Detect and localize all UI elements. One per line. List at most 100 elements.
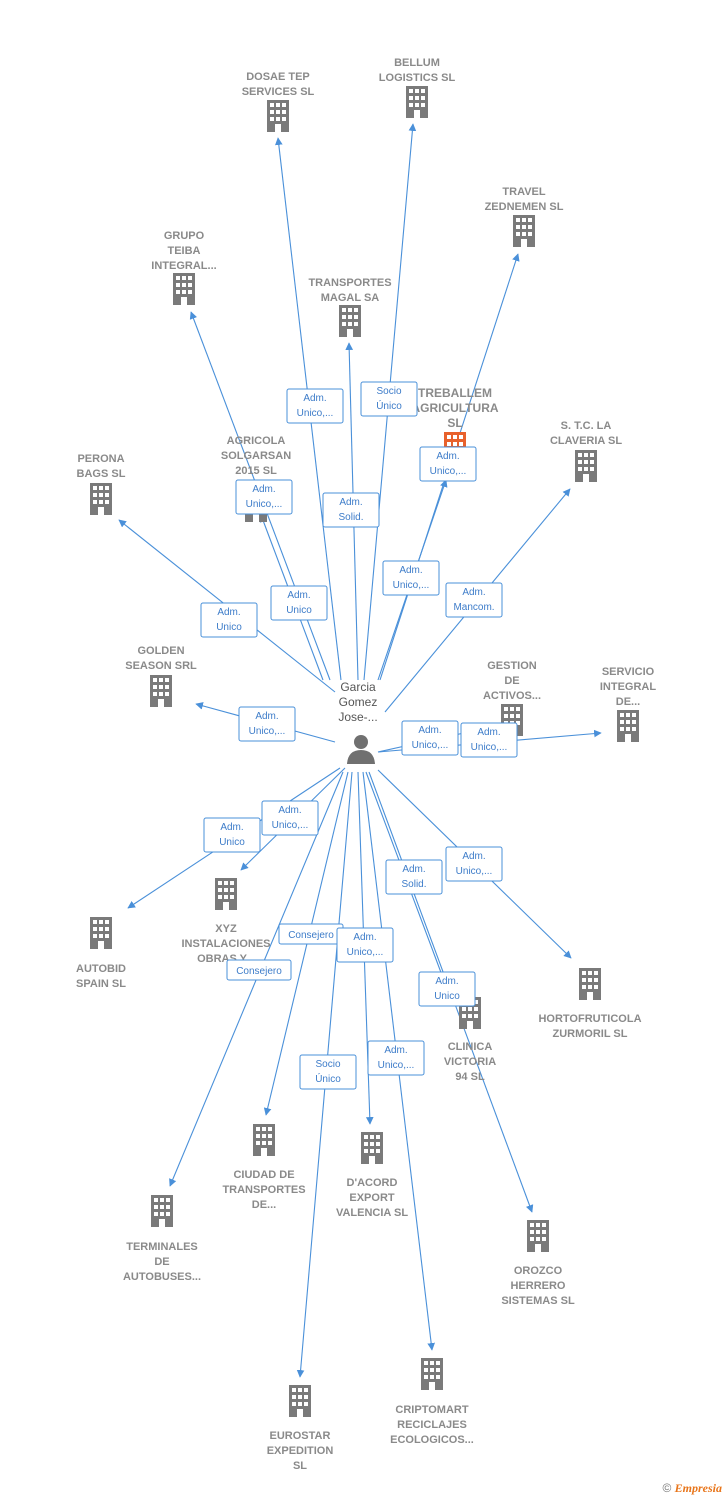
person-icon [347, 735, 375, 764]
relation-label-terminales[interactable]: Consejero [226, 959, 292, 981]
company-name-line: INSTALACIONES [181, 938, 270, 950]
company-name-line: GESTION [487, 660, 537, 672]
center-person-node[interactable]: Garcia Gomez Jose-... [338, 680, 378, 764]
company-name-line: ECOLOGICOS... [390, 1434, 474, 1446]
relation-label-agricola[interactable]: Adm.Unico [270, 585, 328, 621]
company-name-line: CLINICA [448, 1041, 493, 1053]
relation-label-servicio[interactable]: Adm.Unico,... [460, 722, 518, 758]
building-icon [90, 483, 112, 515]
company-name-line: SOLGARSAN [221, 450, 291, 462]
building-icon [173, 273, 195, 305]
relation-label-text: Solid. [338, 512, 363, 523]
company-node-ciudad[interactable]: CIUDAD DETRANSPORTESDE... [222, 1124, 306, 1211]
relation-label-box [200, 602, 258, 638]
relation-label-gestion[interactable]: Adm.Unico,... [401, 720, 459, 756]
relation-label-text: Adm. [477, 727, 500, 738]
company-name-line: CIUDAD DE [233, 1169, 294, 1181]
company-name-line: HERRERO [510, 1280, 565, 1292]
relation-label-dosae[interactable]: Adm.Unico,... [286, 388, 344, 424]
footer-brand: © Empresia [662, 1481, 722, 1496]
relation-label-stc[interactable]: Adm.Mancom. [445, 582, 503, 618]
relation-label-perona[interactable]: Adm. Unico [200, 602, 258, 638]
company-name-line: AUTOBUSES... [123, 1271, 201, 1283]
company-node-servicio[interactable]: SERVICIOINTEGRALDE... [600, 666, 657, 742]
relation-label-text: Unico,... [272, 820, 309, 831]
relation-label-criptomart[interactable]: Adm.Unico,... [367, 1040, 425, 1076]
company-name-line: S. T.C. LA [561, 420, 612, 432]
relation-label-box [203, 817, 261, 853]
relation-label-box [270, 585, 328, 621]
company-name-line: AGRICOLA [227, 435, 286, 447]
relation-label-text: Unico,... [347, 947, 384, 958]
relation-label-text: Único [376, 399, 402, 412]
company-name-line: SL [293, 1460, 307, 1472]
company-name-line: GOLDEN [137, 645, 184, 657]
relation-label-text: Adm. [402, 864, 425, 875]
relation-label-clinica[interactable]: Adm.Solid. [385, 859, 443, 895]
relation-label-text: Unico,... [430, 466, 467, 477]
company-name-line: SL [447, 416, 462, 430]
company-name-line: RECICLAJES [397, 1419, 467, 1431]
relation-label-text: Unico [286, 605, 312, 616]
relation-label-ciudad[interactable]: Consejero [278, 923, 344, 945]
relation-label-hortofruticola[interactable]: Adm.Unico,... [445, 846, 503, 882]
relation-label-golden[interactable]: Adm.Unico,... [238, 706, 296, 742]
company-name-line: LOGISTICS SL [379, 72, 456, 84]
relation-label-grupo[interactable]: Adm.Unico,... [235, 479, 293, 515]
relation-label-text: Adm. [339, 497, 362, 508]
relation-label-travel[interactable]: Adm.Unico,... [419, 446, 477, 482]
company-node-terminales[interactable]: TERMINALES DE AUTOBUSES... [123, 1195, 201, 1283]
company-node-criptomart[interactable]: CRIPTOMARTRECICLAJESECOLOGICOS... [390, 1358, 474, 1446]
building-icon [617, 710, 639, 742]
relation-label-orozco[interactable]: Adm.Unico [418, 971, 476, 1007]
relation-label-transportes[interactable]: Adm. Solid. [322, 492, 380, 528]
relation-label-text: Unico,... [249, 726, 286, 737]
relation-label-text: Unico,... [297, 408, 334, 419]
relation-label-text: Unico [219, 837, 245, 848]
company-node-grupo[interactable]: GRUPOTEIBAINTEGRAL... [151, 230, 217, 305]
building-icon [267, 100, 289, 132]
company-name-line: DE... [252, 1199, 276, 1211]
relation-label-text: Adm. [418, 725, 441, 736]
company-name-line: VALENCIA SL [336, 1207, 408, 1219]
building-icon [289, 1385, 311, 1417]
company-name-line: DE [154, 1256, 169, 1268]
company-name-line: OROZCO [514, 1265, 563, 1277]
company-name-line: SERVICIO [602, 666, 655, 678]
relation-label-text: Adm. [435, 976, 458, 987]
building-icon [253, 1124, 275, 1156]
relation-label-box [445, 582, 503, 618]
company-name-line: SERVICES SL [242, 86, 315, 98]
company-name-line: TERMINALES [126, 1241, 198, 1253]
company-node-gestion[interactable]: GESTIONDEACTIVOS... [483, 660, 541, 736]
relation-label-text: Adm. [353, 932, 376, 943]
relation-label-treballem[interactable]: Adm.Unico,... [382, 560, 440, 596]
relation-label-text: Unico,... [246, 499, 283, 510]
relation-label-box [382, 560, 440, 596]
building-icon [215, 878, 237, 910]
relation-label-xyz[interactable]: Adm.Unico,... [261, 800, 319, 836]
relation-label-box [322, 492, 380, 528]
relation-label-dacord[interactable]: Adm. Unico,... [336, 927, 394, 963]
relation-label-text: Unico [216, 622, 242, 633]
relation-label-autobid[interactable]: Adm.Unico [203, 817, 261, 853]
relation-label-text: Adm. [217, 607, 240, 618]
